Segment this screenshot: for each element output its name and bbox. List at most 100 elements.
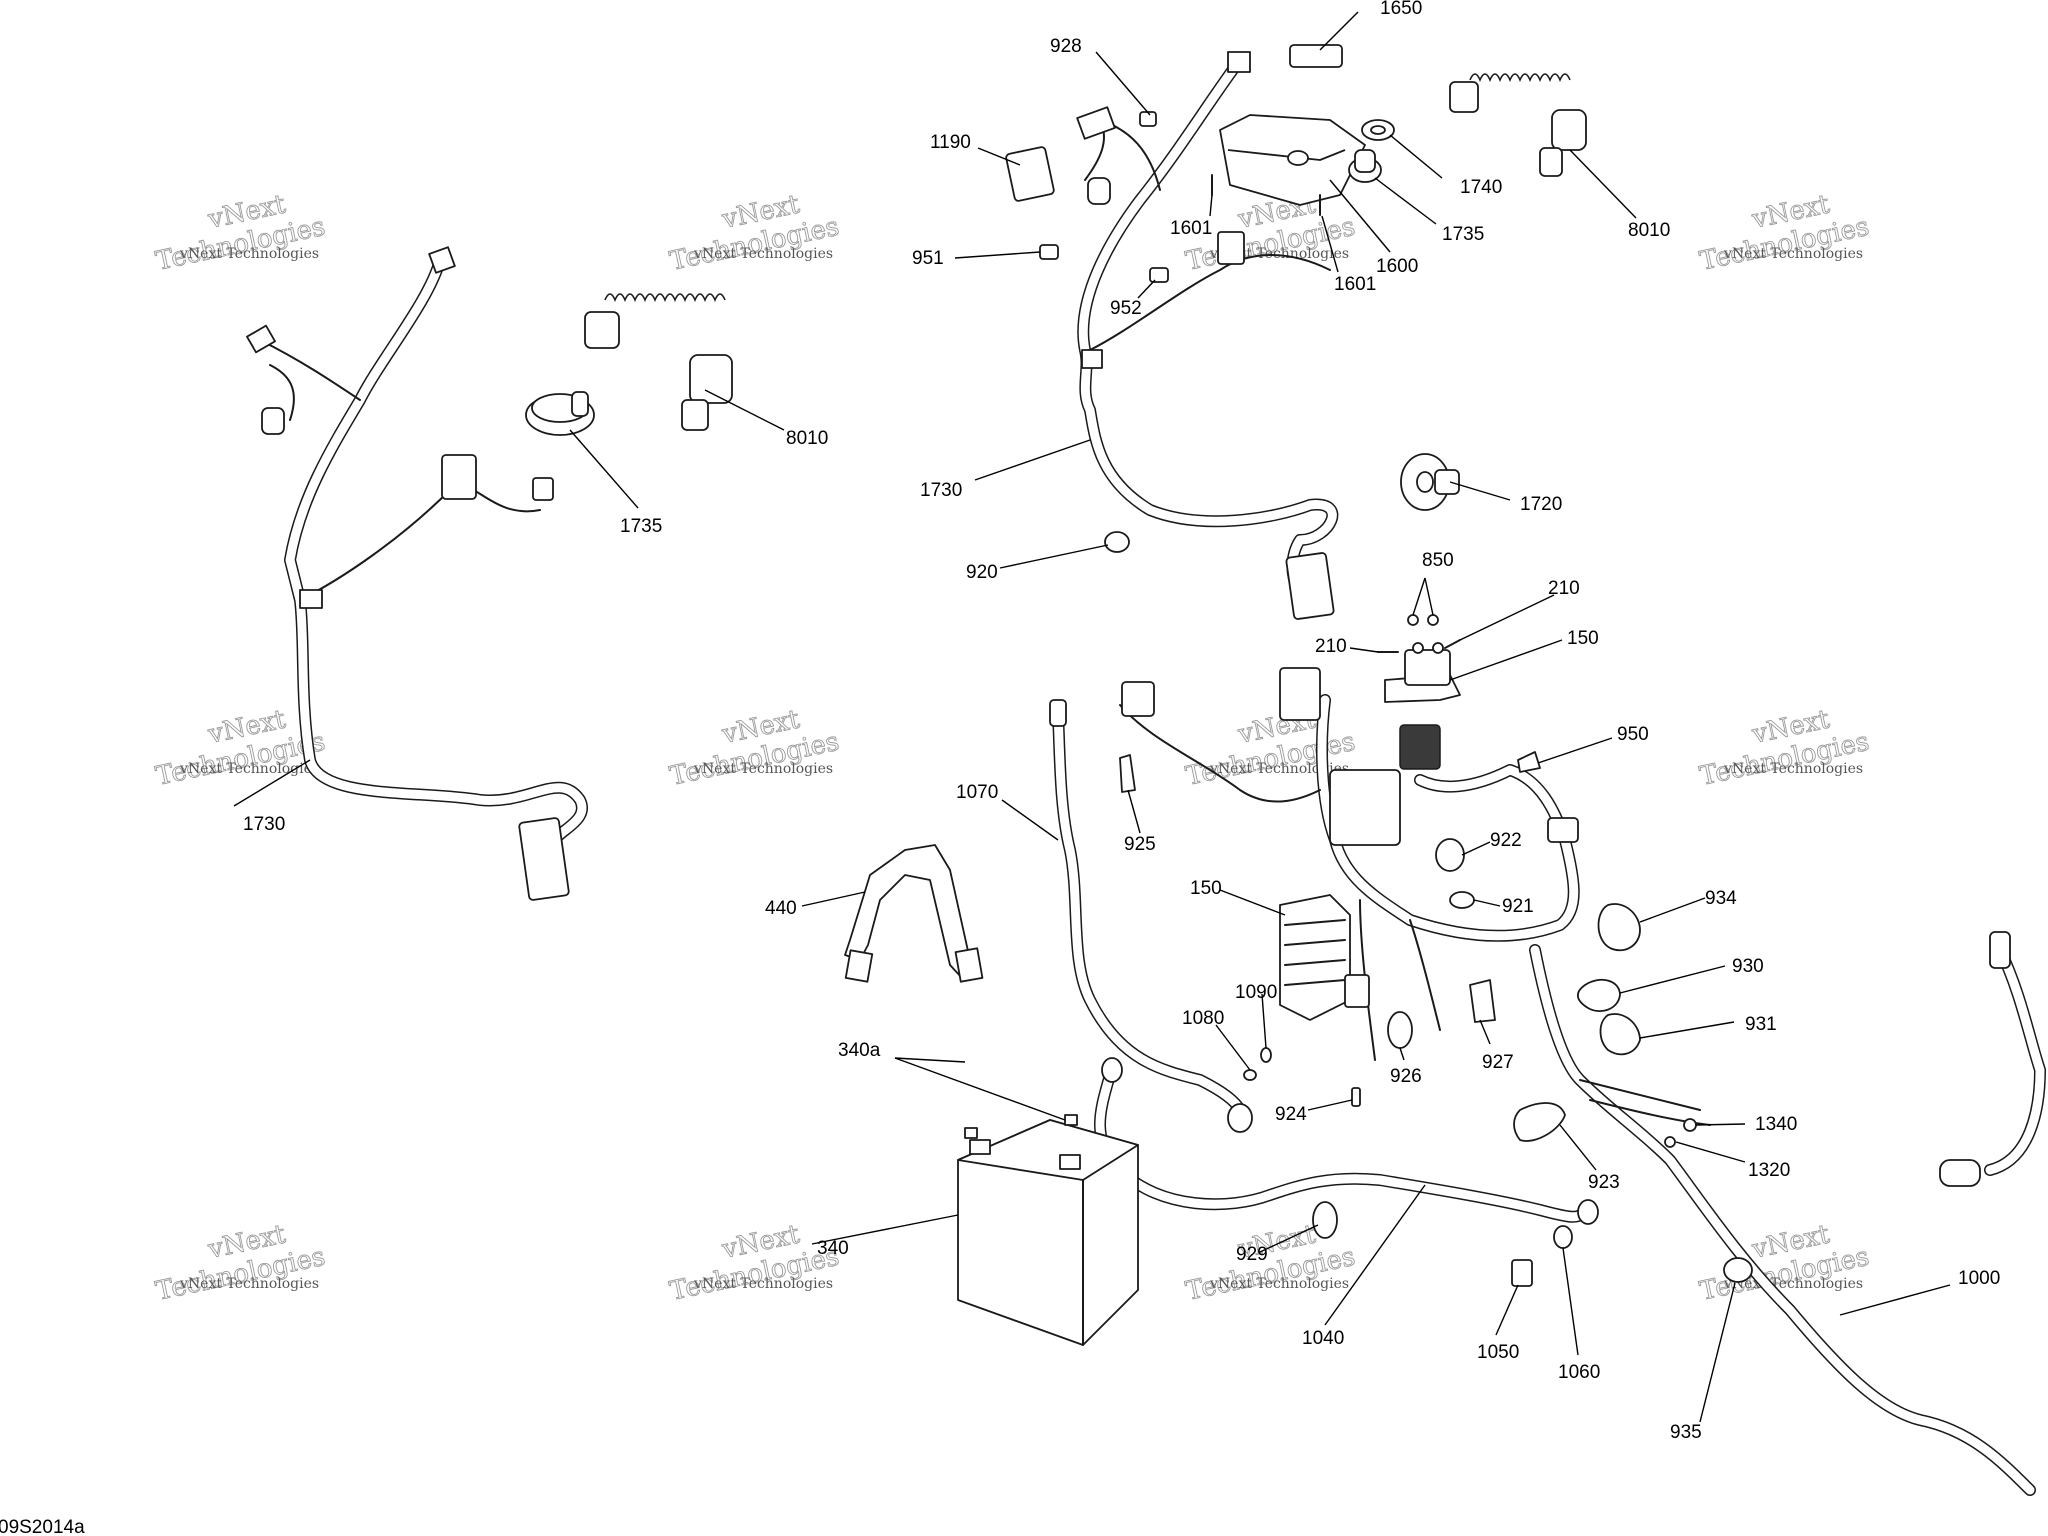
clip-926 — [1387, 1011, 1413, 1049]
bracket-end-right — [954, 947, 984, 983]
label-8010-left: 8010 — [786, 428, 828, 449]
leader-950 — [1537, 737, 1613, 764]
coil-plug-left — [1449, 81, 1479, 113]
watermark-small: vNext Technologies — [693, 246, 833, 262]
cap-center — [1416, 471, 1434, 493]
leader-150b — [1219, 889, 1286, 916]
clip-922 — [1435, 838, 1465, 872]
pin-924 — [1351, 1087, 1361, 1107]
label-1320: 1320 — [1748, 1160, 1790, 1181]
display-button — [1287, 150, 1309, 166]
harness-1000-inner — [1530, 945, 2035, 1495]
bolt-210-b — [1444, 639, 1461, 649]
leader-924 — [1307, 1099, 1353, 1111]
label-1000: 1000 — [1958, 1268, 2000, 1289]
regulator-body — [1279, 894, 1351, 1021]
cap-stem — [1434, 469, 1460, 495]
regulator-fin — [1284, 919, 1346, 926]
cable-1040-ring-a — [1101, 1057, 1123, 1083]
watermark-small: vNext Technologies — [693, 1276, 833, 1292]
watermark: vNext Technologies vNext Technologies — [667, 704, 842, 792]
label-1650: 1650 — [1380, 0, 1422, 19]
connector-upper-left — [1076, 106, 1116, 140]
connector-left-top — [246, 324, 276, 354]
leader-1601b — [1321, 215, 1339, 273]
watermark-small: vNext Technologies — [1723, 761, 1863, 777]
bolt-1320 — [1664, 1136, 1676, 1148]
label-924: 924 — [1275, 1104, 1307, 1125]
leader-lines — [233, 11, 1951, 1423]
leader-926 — [1399, 1047, 1405, 1061]
leader-925 — [1127, 789, 1141, 834]
coil-spring — [1469, 73, 1571, 83]
label-1090: 1090 — [1235, 982, 1277, 1003]
leader-921 — [1473, 899, 1501, 907]
leader-1740 — [1389, 134, 1443, 179]
clip-921 — [1449, 891, 1475, 909]
label-1720: 1720 — [1520, 494, 1562, 515]
watermark-small: vNext Technologies — [179, 246, 319, 262]
leader-1650 — [1319, 11, 1359, 51]
display-bezel — [1227, 149, 1346, 161]
label-923: 923 — [1588, 1172, 1620, 1193]
clip-927 — [1469, 979, 1496, 1023]
harness-clip — [299, 589, 323, 609]
coiled-cord-8010-upper — [1449, 73, 1587, 177]
harness-branch-wire — [1409, 919, 1441, 1031]
bracket-end-left — [844, 949, 874, 983]
cable-1040-inner — [1095, 1070, 1590, 1222]
label-934: 934 — [1705, 888, 1737, 909]
connector-upper-round — [1087, 177, 1111, 205]
leader-8010b — [704, 389, 785, 431]
main-harness-assembly — [1119, 614, 2046, 1496]
leader-850b — [1424, 577, 1434, 616]
leader-1735a — [1374, 177, 1437, 225]
cap-1720 — [1400, 453, 1460, 511]
label-150-regulator: 150 — [1190, 878, 1222, 899]
grommet-934 — [1597, 903, 1641, 952]
cable-1070 — [1049, 699, 1253, 1133]
watermark-small: vNext Technologies — [693, 761, 833, 777]
leader-1040 — [1324, 1184, 1426, 1326]
clip-929 — [1312, 1201, 1338, 1239]
nut-850-a — [1407, 614, 1419, 626]
watermark: vNext Technologies vNext Technologies — [153, 189, 328, 277]
label-1600: 1600 — [1376, 256, 1418, 277]
connector-main-dark — [1399, 724, 1441, 770]
connector-main-upper — [1279, 667, 1321, 721]
label-850: 850 — [1422, 550, 1454, 571]
leader-928 — [1095, 51, 1151, 116]
document-id: 09S2014a — [0, 1517, 85, 1536]
label-926: 926 — [1390, 1066, 1422, 1087]
grommet-1740-hole — [1370, 125, 1386, 135]
screw-1090 — [1260, 1047, 1272, 1063]
battery-top — [957, 1119, 1139, 1181]
clip-950 — [1517, 751, 1541, 773]
connector-right-bottom — [1939, 1159, 1981, 1187]
harness-branch-wire — [1089, 254, 1331, 351]
label-1060: 1060 — [1558, 1362, 1600, 1383]
cable-1070-ring — [1227, 1103, 1253, 1133]
washer-1340 — [1683, 1118, 1697, 1132]
leader-1340 — [1695, 1123, 1746, 1126]
leader-850a — [1412, 577, 1426, 616]
label-920: 920 — [966, 562, 998, 583]
label-1050: 1050 — [1477, 1342, 1519, 1363]
leader-210b — [1349, 647, 1379, 653]
label-1735-upper: 1735 — [1442, 224, 1484, 245]
cable-1070-terminal — [1049, 699, 1067, 727]
label-440: 440 — [765, 898, 797, 919]
watermark-small: vNext Technologies — [1209, 761, 1349, 777]
nut-850-b — [1427, 614, 1439, 626]
label-1601-a: 1601 — [1170, 218, 1212, 239]
part-952 — [1149, 267, 1169, 283]
label-1730-left: 1730 — [243, 814, 285, 835]
label-952: 952 — [1110, 298, 1142, 319]
bolt-340a-b — [1064, 1114, 1078, 1126]
leader-1730b — [233, 759, 311, 807]
switch-upper-knob — [1354, 149, 1376, 173]
harness-clip — [1081, 349, 1103, 369]
connector-left-mid — [441, 454, 477, 500]
left-harness-assembly — [246, 246, 733, 901]
